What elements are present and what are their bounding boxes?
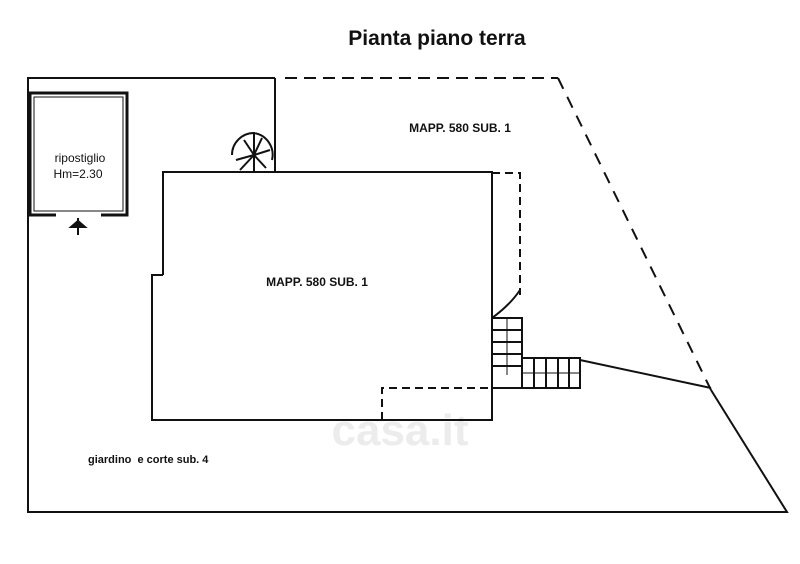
building-parcel-label: MAPP. 580 SUB. 1 bbox=[266, 275, 368, 289]
storage-label: ripostiglio bbox=[55, 151, 106, 165]
storage-height-label: Hm=2.30 bbox=[53, 167, 102, 181]
spiral-stair-icon bbox=[231, 131, 274, 172]
main-building bbox=[151, 171, 521, 421]
entrance-arrow-icon bbox=[68, 218, 88, 235]
garden-label: giardino e corte sub. 4 bbox=[88, 454, 209, 466]
site-boundary bbox=[27, 77, 789, 513]
exterior-stairs bbox=[491, 289, 581, 389]
plan-title: Pianta piano terra bbox=[348, 27, 526, 50]
upper-parcel-label: MAPP. 580 SUB. 1 bbox=[409, 121, 511, 135]
watermark: casa.it bbox=[332, 406, 469, 455]
storage-room bbox=[28, 91, 129, 217]
